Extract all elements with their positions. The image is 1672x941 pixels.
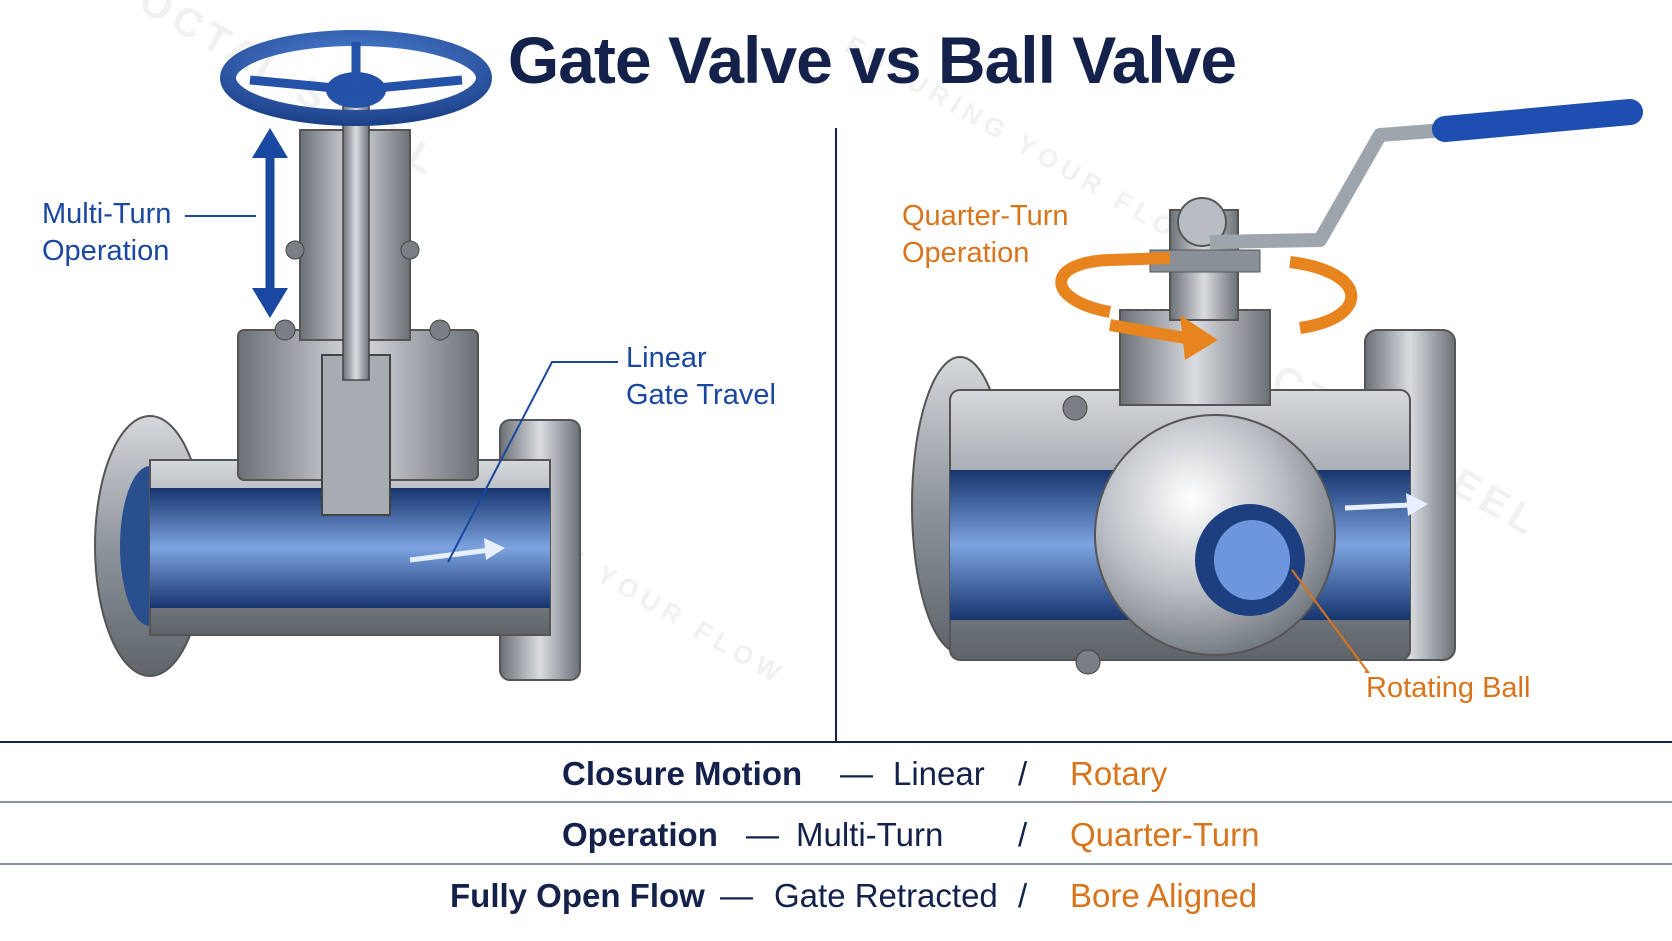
comparison-row-fully-open-flow: Fully Open Flow — Gate Retracted / Bore … <box>0 869 1672 929</box>
multi-turn-label-line2: Operation <box>42 235 170 267</box>
row-dash: — <box>746 816 779 853</box>
row-key: Operation <box>562 816 718 853</box>
row-slash: / <box>1018 816 1028 853</box>
row-gate-value: Gate Retracted <box>774 877 998 914</box>
row-ball-value: Bore Aligned <box>1070 877 1258 914</box>
row-gate-value: Multi-Turn <box>796 816 944 853</box>
ball-leader <box>1291 569 1370 673</box>
quarter-turn-label-line2: Operation <box>902 237 1030 269</box>
quarter-turn-label-line1: Quarter-Turn <box>902 200 1069 232</box>
quarter-turn-arrow <box>1055 252 1358 360</box>
row-dash: — <box>840 755 873 792</box>
comparison-row-closure-motion: Closure Motion — Linear / Rotary <box>0 747 1672 807</box>
linear-gate-travel-line2: Gate Travel <box>626 379 776 411</box>
page-title: Gate Valve vs Ball Valve <box>507 23 1237 97</box>
row-ball-value: Quarter-Turn <box>1070 816 1260 853</box>
rotating-ball-label: Rotating Ball <box>1366 672 1531 704</box>
row-key: Fully Open Flow <box>450 877 705 914</box>
row-slash: / <box>1018 877 1028 914</box>
row-dash: — <box>720 877 753 914</box>
row-slash: / <box>1018 755 1028 792</box>
gate-travel-leader <box>447 361 618 563</box>
quarter-turn-label: Quarter-Turn Operation <box>902 198 1069 272</box>
multi-turn-label-line1: Multi-Turn <box>42 198 172 230</box>
row-gate-value: Linear <box>893 755 985 792</box>
linear-gate-travel-line1: Linear <box>626 342 707 374</box>
multi-turn-label: Multi-Turn Operation <box>42 196 171 270</box>
comparison-row-operation: Operation — Multi-Turn / Quarter-Turn <box>0 808 1672 868</box>
ball-valve <box>911 99 1643 675</box>
linear-gate-travel-label: Linear Gate Travel <box>626 340 776 414</box>
gate-valve <box>94 30 581 681</box>
row-ball-value: Rotary <box>1070 755 1168 792</box>
row-key: Closure Motion <box>562 755 803 792</box>
multi-turn-arrow <box>185 128 288 318</box>
